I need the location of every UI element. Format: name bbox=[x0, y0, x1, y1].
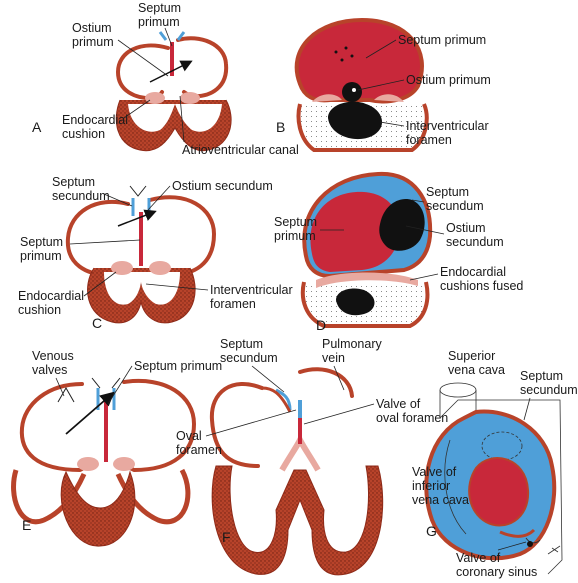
label-c-endocardial-cushion: Endocardial bbox=[18, 289, 84, 303]
leader-d-endocardial-cushions bbox=[409, 273, 439, 281]
panel-g-letter: G bbox=[426, 523, 437, 539]
leader-f-septum-secundum bbox=[251, 365, 285, 393]
label-d-ostium-secundum: Ostium bbox=[446, 221, 486, 235]
panel-b: Septum primum Ostium primum Interventric… bbox=[276, 17, 491, 152]
label-g-valve-coronary-sinus: Valve of bbox=[456, 551, 501, 565]
label-g-septum-secundum: Septum bbox=[520, 369, 563, 383]
label-c-septum-secundum-2: secundum bbox=[52, 189, 110, 203]
label-f-valve-oval-foramen: Valve of bbox=[376, 397, 421, 411]
label-d-endocardial-cushions-fused: Endocardial bbox=[440, 265, 506, 279]
label-d-ostium-secundum-2: secundum bbox=[446, 235, 504, 249]
leader-a-endocardial-cushion bbox=[123, 99, 151, 119]
leader-f-pulmonary-vein bbox=[333, 365, 345, 391]
label-g-valve-ivc-2: inferior bbox=[412, 479, 450, 493]
panel-e-drawing bbox=[11, 377, 196, 547]
leader-a-av-canal bbox=[179, 95, 185, 143]
label-c-septum-primum-2: primum bbox=[20, 249, 62, 263]
panel-d-letter: D bbox=[316, 317, 326, 333]
leader-g-valve-coronary-sinus bbox=[497, 541, 527, 551]
label-b-interventricular-foramen-2: foramen bbox=[406, 133, 452, 147]
leader-f-valve-oval-foramen bbox=[303, 403, 375, 425]
panel-g-drawing bbox=[424, 382, 563, 575]
label-f-pulmonary-vein: Pulmonary bbox=[322, 337, 382, 351]
label-f-oval-foramen: Oval bbox=[176, 429, 202, 443]
label-b-interventricular-foramen: Interventricular bbox=[406, 119, 489, 133]
label-e-venous-valves-2: valves bbox=[32, 363, 67, 377]
leader-c-ostium-secundum bbox=[147, 185, 171, 211]
label-f-valve-oval-foramen-2: oval foramen bbox=[376, 411, 448, 425]
label-c-septum-secundum: Septum bbox=[52, 175, 95, 189]
label-a-endocardial-cushion: Endocardial bbox=[62, 113, 128, 127]
panel-f: Septum secundum Pulmonary vein Valve of … bbox=[176, 337, 448, 576]
panel-d-drawing bbox=[300, 171, 433, 328]
label-a-atrioventricular-canal: Atrioventricular canal bbox=[182, 143, 299, 157]
panel-c: Septum secundum Ostium secundum Septum p… bbox=[18, 175, 293, 331]
panel-c-letter: C bbox=[92, 315, 102, 331]
leader-c-septum-secundum bbox=[103, 193, 133, 207]
label-d-endocardial-cushions-fused-2: cushions fused bbox=[440, 279, 523, 293]
leader-g-septum-secundum bbox=[523, 397, 531, 421]
leader-a-ostium-primum bbox=[117, 39, 169, 77]
leader-f-oval-foramen bbox=[205, 409, 297, 437]
label-g-superior-vena-cava: Superior bbox=[448, 349, 495, 363]
leader-b-ostium-primum bbox=[357, 79, 405, 91]
label-c-interventricular-foramen: Interventricular bbox=[210, 283, 293, 297]
panel-b-letter: B bbox=[276, 119, 285, 135]
leader-b-interventricular-foramen bbox=[379, 121, 405, 127]
panel-d: Septum secundum Septum primum Ostium sec… bbox=[274, 171, 523, 333]
label-f-oval-foramen-2: foramen bbox=[176, 443, 222, 457]
panel-c-drawing bbox=[65, 185, 216, 324]
panel-g: Superior vena cava Septum secundum Valve… bbox=[412, 349, 578, 579]
label-a-septum-primum-2: primum bbox=[138, 15, 180, 29]
label-c-septum-primum: Septum bbox=[20, 235, 63, 249]
label-g-valve-ivc-3: vena cava bbox=[412, 493, 469, 507]
leader-a-septum-primum bbox=[164, 27, 173, 47]
label-g-septum-secundum-2: secundum bbox=[520, 383, 578, 397]
leader-b-septum-primum bbox=[365, 39, 397, 59]
leader-d-septum-secundum bbox=[411, 199, 425, 203]
label-f-septum-secundum: Septum bbox=[220, 337, 263, 351]
panel-f-drawing bbox=[209, 367, 384, 576]
label-d-septum-secundum-2: secundum bbox=[426, 199, 484, 213]
panel-a-letter: A bbox=[32, 119, 42, 135]
label-c-interventricular-foramen-2: foramen bbox=[210, 297, 256, 311]
leader-c-endocardial-cushion bbox=[83, 271, 117, 297]
label-f-septum-secundum-2: secundum bbox=[220, 351, 278, 365]
label-c-ostium-secundum: Ostium secundum bbox=[172, 179, 273, 193]
label-d-septum-primum-2: primum bbox=[274, 229, 316, 243]
label-d-septum-secundum: Septum bbox=[426, 185, 469, 199]
label-a-septum-primum: Septum bbox=[138, 1, 181, 15]
label-b-septum-primum: Septum primum bbox=[398, 33, 486, 47]
leader-d-ostium-secundum bbox=[405, 225, 445, 235]
label-d-septum-primum: Septum bbox=[274, 215, 317, 229]
label-a-ostium-primum-2: primum bbox=[72, 35, 114, 49]
label-c-endocardial-cushion-2: cushion bbox=[18, 303, 61, 317]
label-f-pulmonary-vein-2: vein bbox=[322, 351, 345, 365]
panel-f-letter: F bbox=[222, 529, 231, 545]
leader-e-septum-primum bbox=[107, 365, 133, 405]
label-g-valve-ivc: Valve of bbox=[412, 465, 457, 479]
label-g-valve-coronary-sinus-2: coronary sinus bbox=[456, 565, 537, 579]
label-a-endocardial-cushion-2: cushion bbox=[62, 127, 105, 141]
leader-c-septum-primum bbox=[69, 239, 141, 245]
leader-e-venous-valves bbox=[55, 377, 65, 397]
label-e-septum-primum: Septum primum bbox=[134, 359, 222, 373]
panel-b-drawing bbox=[294, 17, 429, 152]
label-e-venous-valves: Venous bbox=[32, 349, 74, 363]
label-b-ostium-primum: Ostium primum bbox=[406, 73, 491, 87]
panel-e-letter: E bbox=[22, 517, 31, 533]
label-g-superior-vena-cava-2: vena cava bbox=[448, 363, 505, 377]
leader-c-interventricular-foramen bbox=[145, 283, 209, 291]
panel-a: Septum primum Ostium primum Endocardial … bbox=[32, 1, 299, 157]
label-a-ostium-primum: Ostium bbox=[72, 21, 112, 35]
panel-a-drawing bbox=[115, 31, 232, 152]
panel-e: Venous valves Septum primum E bbox=[11, 349, 222, 547]
